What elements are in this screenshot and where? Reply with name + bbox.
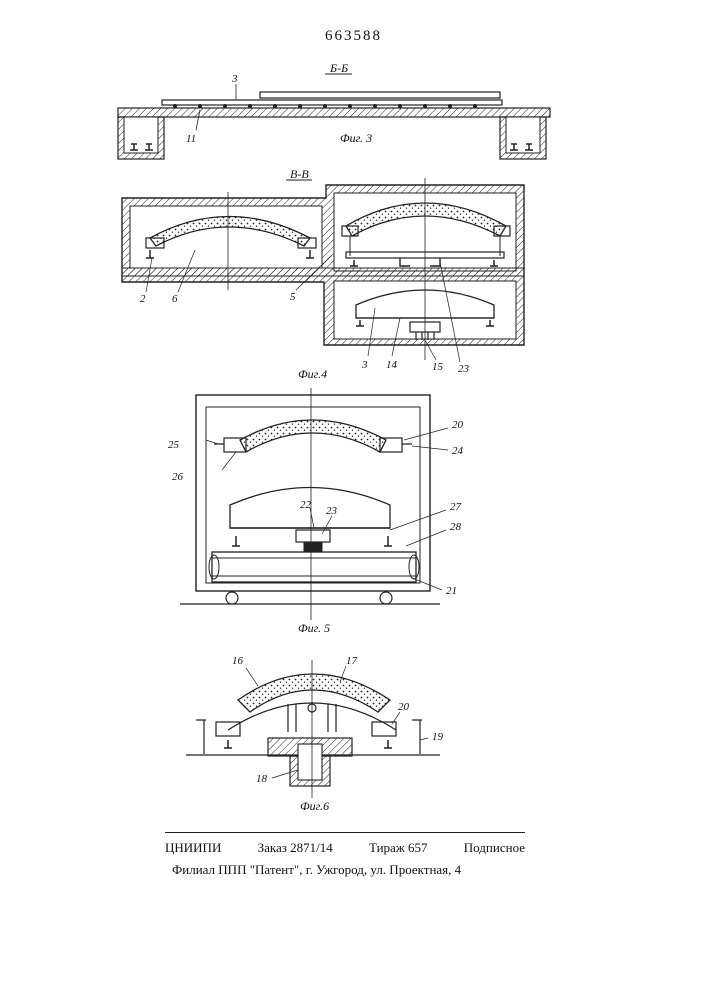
caption-fig-6: Фиг.6 (300, 799, 329, 813)
print-run: Тираж 657 (369, 840, 428, 856)
section-label-b-b: Б-Б (329, 61, 348, 75)
callout-3-fig3: 3 (231, 73, 238, 85)
callout-6-fig4: 6 (172, 293, 178, 305)
figure-4-drawing: В-В 2 6 (122, 167, 524, 381)
publisher-name: ЦНИИПИ (165, 840, 221, 856)
caption-fig-5: Фиг. 5 (298, 621, 330, 635)
callout-17-fig6: 17 (346, 655, 358, 667)
callout-14-fig4: 14 (386, 359, 398, 371)
figure-3-drawing: Б-Б 3 11 Фиг. 3 (118, 61, 550, 159)
order-number: Заказ 2871/14 (258, 840, 333, 856)
callout-11-fig3: 11 (186, 133, 196, 145)
publisher-address: Филиал ППП "Патент", г. Ужгород, ул. Про… (172, 862, 461, 878)
callout-23-fig4: 23 (458, 363, 470, 375)
callout-2-fig4: 2 (140, 293, 146, 305)
callout-23-fig5: 23 (326, 505, 338, 517)
footer-rule (165, 832, 525, 833)
callout-15-fig4: 15 (432, 361, 444, 373)
caption-fig-4: Фиг.4 (298, 367, 327, 381)
callout-21-fig5: 21 (446, 585, 457, 597)
figure-6-drawing: 16 17 20 19 18 Фиг.6 (186, 655, 444, 813)
callout-26-fig5: 26 (172, 471, 184, 483)
callout-22-fig5: 22 (300, 499, 312, 511)
callout-28-fig5: 28 (450, 521, 462, 533)
callout-27-fig5: 27 (450, 501, 462, 513)
section-label-v-v: В-В (290, 167, 309, 181)
callout-19-fig6: 19 (432, 731, 444, 743)
caption-fig-3: Фиг. 3 (340, 131, 372, 145)
figure-5-drawing: 25 26 20 24 22 23 27 28 21 Фиг. 5 (168, 388, 464, 635)
callout-24-fig5: 24 (452, 445, 464, 457)
callout-25-fig5: 25 (168, 439, 180, 451)
callout-16-fig6: 16 (232, 655, 244, 667)
callout-3-fig4: 3 (361, 359, 368, 371)
subscription-note: Подписное (464, 840, 525, 856)
callout-18-fig6: 18 (256, 773, 268, 785)
callout-20-fig5: 20 (452, 419, 464, 431)
callout-20-fig6: 20 (398, 701, 410, 713)
callout-5-fig4: 5 (290, 291, 296, 303)
